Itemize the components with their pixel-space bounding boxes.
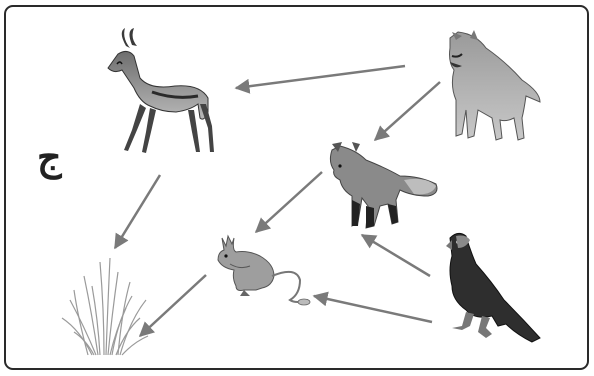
fox-icon — [330, 142, 437, 228]
grass-icon — [62, 258, 148, 355]
arrow-jerboa-to-grass — [140, 275, 206, 336]
arrow-wolf-to-gazelle — [236, 66, 405, 88]
jerboa-icon — [218, 236, 310, 305]
arrow-eagle-to-jerboa — [314, 296, 432, 322]
arrow-wolf-to-fox — [375, 82, 440, 140]
arrow-eagle-to-fox — [362, 235, 430, 276]
arrow-gazelle-to-grass — [115, 175, 160, 248]
wolf-icon — [450, 30, 541, 140]
gazelle-icon — [108, 28, 214, 153]
eagle-icon — [446, 233, 540, 342]
arrow-fox-to-jerboa — [256, 172, 322, 232]
